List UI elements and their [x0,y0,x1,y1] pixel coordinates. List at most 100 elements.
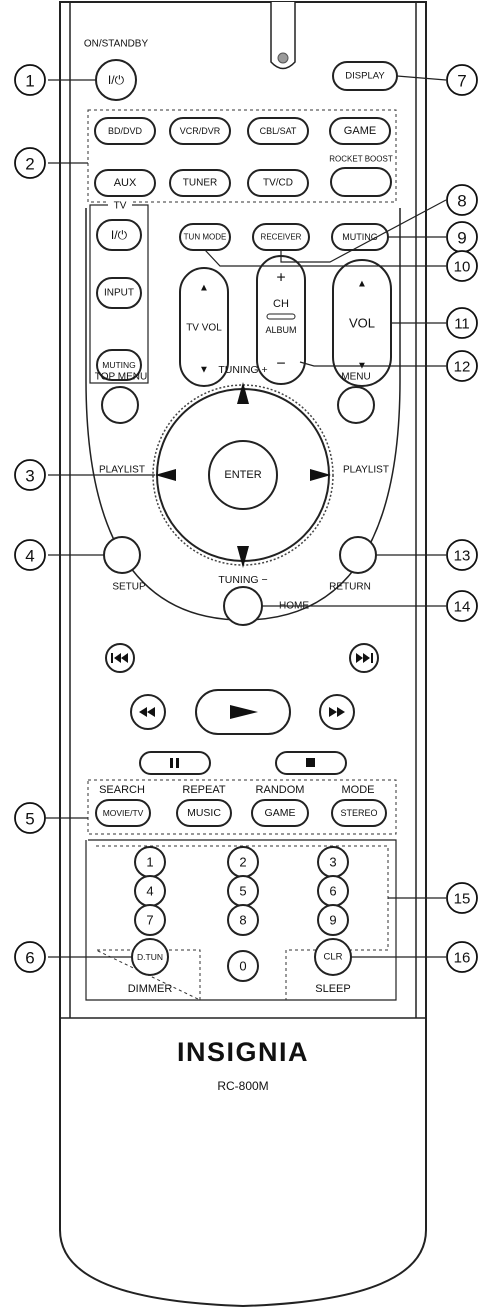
tv-input-button[interactable]: INPUT [96,277,142,309]
callout-6: 6 [14,941,46,973]
play-button[interactable] [195,689,291,735]
number-0-label: 0 [239,959,246,974]
svg-text:RECEIVER: RECEIVER [261,233,302,242]
ch-album-rocker[interactable]: + CH ALBUM − [256,255,306,385]
menu-button[interactable] [337,386,375,424]
d-tun-button[interactable]: D.TUN [131,938,169,976]
tuning-plus-label: TUNING + [218,364,267,376]
callout-6-label: 6 [25,949,34,968]
svg-text:CBL/SAT: CBL/SAT [260,126,297,136]
input-selector-group [87,109,397,203]
svg-text:TV VOL: TV VOL [186,323,222,334]
number-1-button[interactable]: 1 [134,846,166,878]
return-button[interactable] [339,536,377,574]
menu-label: MENU [341,372,370,383]
playlist-right-label: PLAYLIST [343,465,389,476]
stereo-button[interactable]: STEREO [331,799,387,827]
rocket-boost-label: ROCKET BOOST [329,155,393,164]
dpad-down-icon[interactable] [237,546,249,568]
music-button[interactable]: MUSIC [176,799,232,827]
svg-text:GAME: GAME [265,807,296,819]
pause-icon [170,758,179,768]
brand-logo: INSIGNIA [177,1037,309,1067]
callout-7: 7 [446,64,478,96]
number-7-button[interactable]: 7 [134,904,166,936]
svg-text:−: − [276,356,285,373]
bd-dvd-button[interactable]: BD/DVD [94,117,156,145]
game-button[interactable]: GAME [329,117,391,145]
aux-button[interactable]: AUX [94,169,156,197]
stop-button[interactable] [275,751,347,775]
tv-cd-button[interactable]: TV/CD [247,169,309,197]
vol-up-icon: ▲ [357,279,367,290]
listening-mode-group [87,779,397,835]
number-7-label: 7 [146,913,153,928]
repeat-label: REPEAT [182,784,225,796]
callout-5: 5 [14,802,46,834]
number-9-button[interactable]: 9 [317,904,349,936]
callout-13-label: 13 [454,548,471,565]
tun-mode-button[interactable]: TUN MODE [179,223,231,251]
dpad-left-icon[interactable] [155,469,176,481]
callout-4: 4 [14,539,46,571]
tuner-button[interactable]: TUNER [169,169,231,197]
receiver-button[interactable]: RECEIVER [252,223,310,251]
callout-15-label: 15 [454,891,471,908]
setup-button[interactable] [103,536,141,574]
display-button[interactable]: DISPLAY [332,61,398,91]
svg-text:TUN MODE: TUN MODE [184,233,227,242]
clr-button[interactable]: CLR [314,938,352,976]
callout-9-label: 9 [457,229,466,248]
skip-back-button[interactable] [105,643,135,673]
tv-power-button[interactable]: I/⏻ [96,219,142,251]
callout-12: 12 [446,350,478,382]
number-4-button[interactable]: 4 [134,875,166,907]
svg-text:BD/DVD: BD/DVD [108,126,143,136]
svg-text:INPUT: INPUT [104,288,134,299]
top-menu-button[interactable] [101,386,139,424]
home-button[interactable] [223,586,263,626]
tv-muting-button[interactable]: MUTING [96,349,142,381]
pause-button[interactable] [139,751,211,775]
ch-album-divider [266,313,296,320]
svg-text:DISPLAY: DISPLAY [345,71,385,82]
number-3-label: 3 [329,855,336,870]
svg-text:MUSIC: MUSIC [187,807,221,819]
rocket-boost-button[interactable] [330,167,392,197]
svg-text:D.TUN: D.TUN [137,952,163,962]
dpad-right-icon[interactable] [310,469,331,481]
fast-forward-button[interactable] [319,694,355,730]
number-8-button[interactable]: 8 [227,904,259,936]
callout-8-label: 8 [457,192,466,211]
svg-text:I/⏻: I/⏻ [111,228,128,242]
movie-tv-button[interactable]: MOVIE/TV [95,799,151,827]
rewind-button[interactable] [130,694,166,730]
search-label: SEARCH [99,784,145,796]
vol-rocker[interactable]: ▲ VOL ▼ [332,259,392,387]
power-button[interactable]: I/⏻ [95,59,137,101]
number-3-button[interactable]: 3 [317,846,349,878]
tv-vol-up-icon: ▲ [199,283,209,294]
number-0-button[interactable]: 0 [227,950,259,982]
callout-1-label: 1 [25,72,34,91]
tv-vol-rocker[interactable]: ▲ TV VOL ▼ [179,267,229,387]
enter-button[interactable]: ENTER [208,440,278,510]
cbl-sat-button[interactable]: CBL/SAT [247,117,309,145]
callout-8: 8 [446,184,478,216]
vcr-dvr-button[interactable]: VCR/DVR [169,117,231,145]
callout-10: 10 [446,250,478,282]
dpad-up-icon[interactable] [237,382,249,404]
number-6-button[interactable]: 6 [317,875,349,907]
number-2-button[interactable]: 2 [227,846,259,878]
number-5-button[interactable]: 5 [227,875,259,907]
setup-label: SETUP [112,582,146,593]
skip-forward-icon [356,653,373,663]
on-standby-label: ON/STANDBY [84,39,149,50]
skip-back-icon [111,653,128,663]
play-icon [230,705,258,719]
callout-9: 9 [446,221,478,253]
svg-text:GAME: GAME [344,125,376,137]
svg-text:ALBUM: ALBUM [265,325,296,335]
mode-game-button[interactable]: GAME [251,799,309,827]
skip-forward-button[interactable] [349,643,379,673]
